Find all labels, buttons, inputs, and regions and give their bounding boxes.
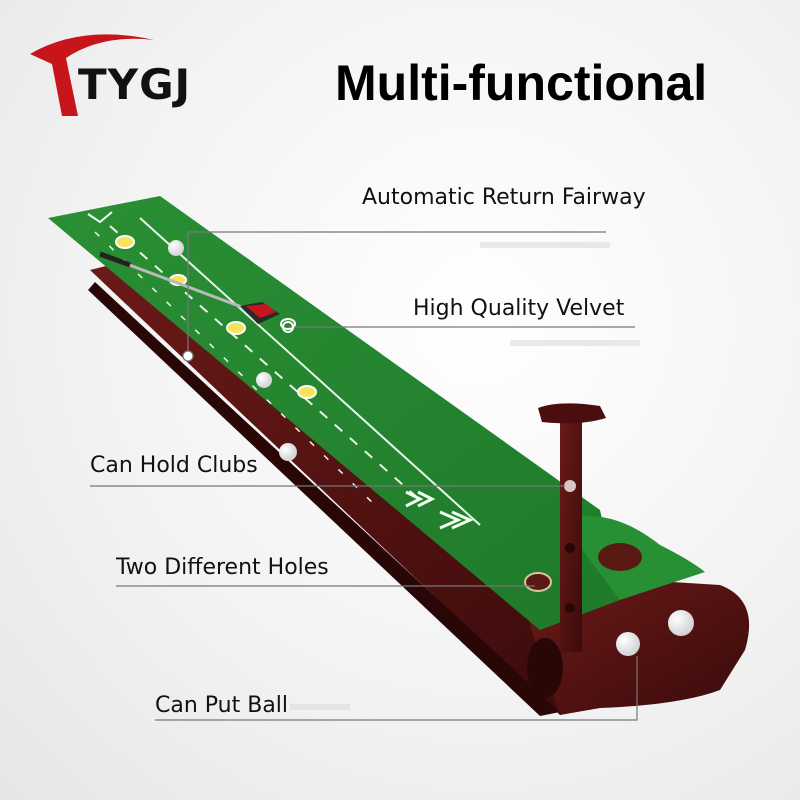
mat-hole-large [598,543,642,571]
callout-can-put-ball: Can Put Ball [155,693,289,718]
golf-ball-icon [279,443,297,461]
callout-two-different-holes: Two Different Holes [116,555,329,580]
golf-ball-icon [616,632,640,656]
golf-ball-icon [256,372,272,388]
leader-automatic-return-fairway [187,231,606,352]
golf-ball-icon [168,240,184,256]
callout-leaders [90,231,638,721]
chevron-arrow-icon [405,490,474,530]
leader-can-put-ball [155,656,638,721]
headline: Multi-functional [335,55,708,111]
golf-ball-icon [668,610,694,636]
callout-high-quality-velvet: High Quality Velvet [413,296,625,321]
brand-name: TYGJ [78,60,192,109]
mat-hole-small [524,572,552,592]
wooden-base [90,265,600,715]
callout-can-hold-clubs: Can Hold Clubs [90,453,258,478]
callout-automatic-return-fairway: Automatic Return Fairway [362,185,646,210]
putter-icon [99,251,280,324]
brand-swoosh-icon [30,34,154,116]
wooden-rail-edge [88,282,560,716]
club-holder-post [538,403,606,652]
